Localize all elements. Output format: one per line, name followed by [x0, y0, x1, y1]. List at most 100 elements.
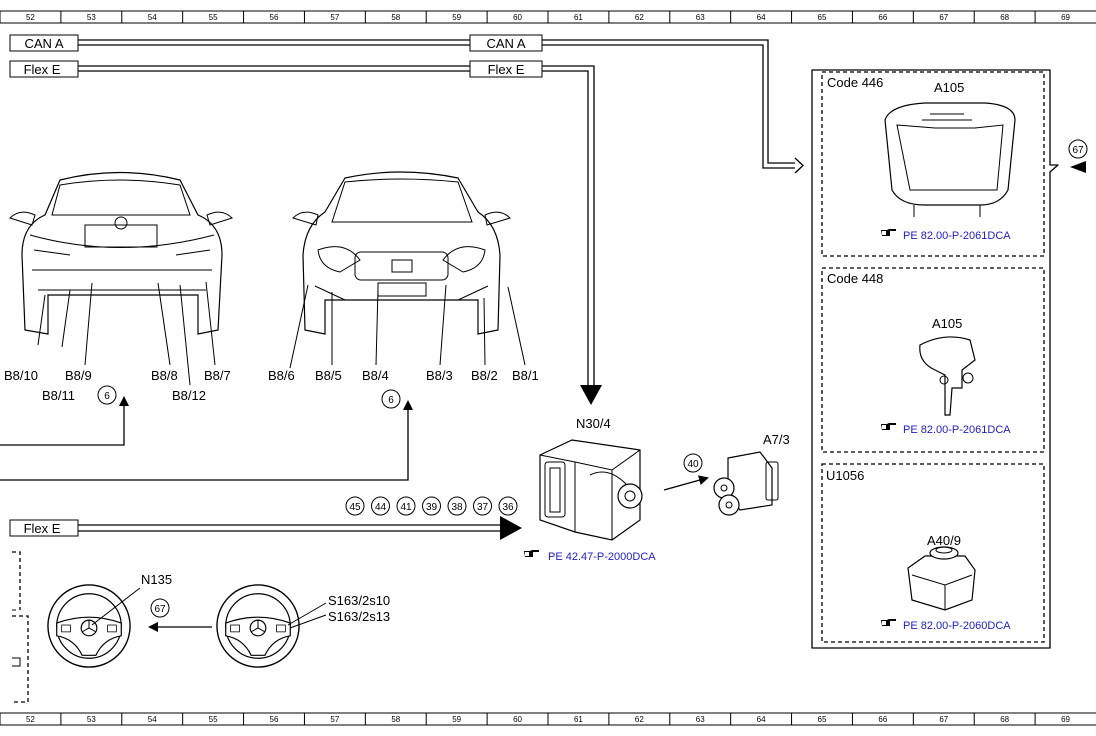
module-name: N30/4	[576, 416, 611, 431]
options-frame: Code 446 A105 PE 82.00-P-2061DCA Code 44…	[811, 69, 1059, 649]
top-ruler-number: 52	[26, 13, 35, 22]
top-ruler-number: 67	[939, 13, 948, 22]
switch-label-b: S163/2s13	[328, 609, 390, 624]
module-circle-label: 44	[375, 502, 387, 513]
bottom-ruler-number: 58	[391, 715, 400, 724]
module-circle-label: 38	[451, 502, 463, 513]
sensor-front-1: B8/6	[268, 368, 295, 383]
top-ruler-number: 62	[635, 13, 644, 22]
module-circle	[422, 496, 441, 516]
module-reference: PE 42.47-P-2000DCA	[548, 551, 656, 563]
option-1-reference: PE 82.00-P-2061DCA	[903, 230, 1011, 242]
bottom-ruler-number: 53	[87, 715, 96, 724]
module-circle-label: 37	[477, 502, 489, 513]
bottom-ruler-number: 69	[1061, 715, 1070, 724]
module-circle	[473, 496, 492, 516]
ref-circle-rear: 6	[104, 391, 110, 402]
bottom-ruler-number: 67	[939, 715, 948, 724]
bottom-ruler-number: 65	[818, 715, 827, 724]
sensor-rear-5: B8/12	[172, 388, 206, 403]
option-3-reference: PE 82.00-P-2060DCA	[903, 620, 1011, 632]
flex-e-bus: Flex E Flex E	[9, 60, 602, 405]
option-1-code: Code 446	[827, 75, 883, 90]
ref-circle-front: 6	[388, 395, 394, 406]
option-3-component: A40/9	[927, 533, 961, 548]
can-a-bus: CAN A CAN A	[9, 34, 804, 174]
n30-4-module: N30/4 PE 42.47-P-2000DCA	[524, 416, 656, 563]
flex-e-label-left: Flex E	[24, 62, 61, 77]
module-circle	[498, 496, 518, 516]
can-a-label-left: CAN A	[24, 36, 63, 51]
sensor-rear-1: B8/10	[4, 368, 38, 383]
top-ruler-number: 60	[513, 13, 522, 22]
top-ruler-number: 53	[87, 13, 96, 22]
front-car: B8/6 B8/5 B8/4 B8/3 B8/2 B8/1 6	[0, 171, 539, 481]
top-ruler-number: 57	[330, 13, 339, 22]
bottom-ruler: 52 53 54 55 56 57 58 59 60 61 62 63 64 65 66 67 68 69	[0, 712, 1096, 726]
bottom-ruler-number: 66	[878, 715, 887, 724]
right-edge-reference: 67	[1068, 139, 1088, 173]
module-circle	[447, 496, 467, 516]
a7-3-circle: 40	[687, 459, 699, 470]
sensor-rear-4: B8/8	[151, 368, 178, 383]
sensor-front-6: B8/1	[512, 368, 539, 383]
sensor-front-4: B8/3	[426, 368, 453, 383]
flex-e-label-lower: Flex E	[24, 521, 61, 536]
bottom-ruler-number: 68	[1000, 715, 1009, 724]
top-ruler: 52 53 54 55 56 57 58 59 60 61 62 63 64 65 66 67 68 69	[0, 10, 1096, 24]
sensor-front-5: B8/2	[471, 368, 498, 383]
right-circle: 67	[1072, 145, 1084, 156]
bottom-ruler-number: 57	[330, 715, 339, 724]
n135-label: N135	[141, 572, 172, 587]
sensor-rear-2: B8/9	[65, 368, 92, 383]
steering-circle: 67	[154, 604, 166, 615]
option-2-reference: PE 82.00-P-2061DCA	[903, 424, 1011, 436]
top-ruler-number: 66	[878, 13, 887, 22]
option-1-component: A105	[934, 80, 964, 95]
steering-section: N135 67 S163/2s10 S163/2s13	[12, 551, 390, 703]
top-ruler-number: 54	[148, 13, 157, 22]
module-reference-circles: 45 44 41 39 38 37 36	[345, 496, 518, 516]
module-circle	[371, 496, 390, 516]
option-2-code: Code 448	[827, 271, 883, 286]
a7-3-component: 40 A7/3	[663, 432, 790, 516]
bottom-ruler-number: 56	[270, 715, 279, 724]
top-ruler-number: 61	[574, 13, 583, 22]
top-ruler-number: 64	[757, 13, 766, 22]
module-circle-label: 39	[426, 502, 438, 513]
bottom-ruler-number: 64	[757, 715, 766, 724]
top-ruler-number: 55	[209, 13, 218, 22]
module-circle	[396, 496, 416, 516]
flex-e-label-mid: Flex E	[488, 62, 525, 77]
top-ruler-number: 65	[818, 13, 827, 22]
module-circle-label: 41	[400, 502, 412, 513]
flex-e-lower-bus: Flex E 45 44 41 39 38 37 36	[9, 496, 522, 540]
module-circle	[345, 496, 365, 516]
top-ruler-number: 58	[391, 13, 400, 22]
top-ruler-number: 69	[1061, 13, 1070, 22]
top-ruler-number: 63	[696, 13, 705, 22]
sensor-rear-3: B8/11	[42, 388, 75, 403]
bottom-ruler-number: 62	[635, 715, 644, 724]
top-ruler-number: 56	[270, 13, 279, 22]
top-ruler-number: 59	[452, 13, 461, 22]
can-a-label-mid: CAN A	[486, 36, 525, 51]
a7-3-name: A7/3	[763, 432, 790, 447]
module-circle-label: 36	[502, 502, 514, 513]
bottom-ruler-number: 59	[452, 715, 461, 724]
option-2-component: A105	[932, 316, 962, 331]
sensor-front-3: B8/4	[362, 368, 389, 383]
rear-car: B8/10 B8/9 B8/11 B8/8 B8/12 B8/7 6	[0, 171, 233, 446]
bottom-ruler-number: 61	[574, 715, 583, 724]
top-ruler-number: 68	[1000, 13, 1009, 22]
bottom-ruler-number: 60	[513, 715, 522, 724]
bottom-ruler-number: 55	[209, 715, 218, 724]
bottom-ruler-number: 54	[148, 715, 157, 724]
module-circle-label: 45	[349, 502, 361, 513]
option-3-code: U1056	[826, 468, 864, 483]
bottom-ruler-number: 63	[696, 715, 705, 724]
bottom-ruler-number: 52	[26, 715, 35, 724]
sensor-rear-6: B8/7	[204, 368, 231, 383]
switch-label-a: S163/2s10	[328, 593, 390, 608]
